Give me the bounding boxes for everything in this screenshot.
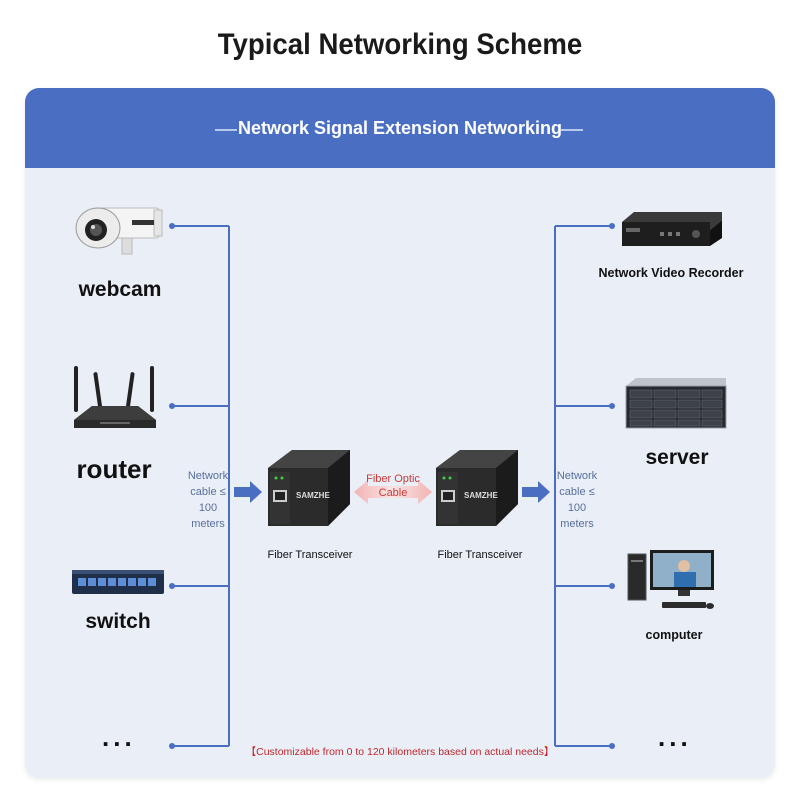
right-device-label-server: server	[645, 446, 709, 469]
right-device-label-more: ...	[658, 722, 692, 752]
transceiver-brand: SAMZHE	[296, 491, 330, 500]
right-cable-note-line: meters	[560, 518, 594, 530]
diagram-subtitle: Network Signal Extension Networking	[237, 118, 563, 138]
computer-icon	[627, 550, 714, 609]
webcam-icon	[75, 207, 163, 255]
left-device-label-webcam: webcam	[78, 278, 162, 301]
page-title: Typical Networking Scheme	[217, 28, 583, 61]
fiber-transceiver-icon: SAMZHE	[436, 450, 518, 526]
left-cable-note-line: Network	[187, 470, 229, 482]
fiber-note-line: Cable	[378, 487, 408, 499]
nvr-icon	[622, 212, 722, 246]
fiber-optic-note: Fiber Optic Cable	[358, 472, 428, 500]
left-device-label-switch: switch	[85, 610, 151, 633]
right-dot-computer	[609, 583, 615, 589]
fiber-double-arrow-icon	[354, 480, 432, 504]
switch-icon	[72, 570, 164, 594]
diagram-card: Network Signal Extension Networking	[25, 88, 775, 778]
left-dot-router	[169, 403, 175, 409]
header-dash-right	[561, 129, 583, 131]
left-dot-switch	[169, 583, 175, 589]
right-device-label-computer: computer	[645, 628, 703, 642]
left-cable-note: Network cable ≤ 100 meters	[178, 468, 238, 532]
transceiver-label-right: Fiber Transceiver	[437, 549, 523, 561]
left-device-label-router: router	[76, 454, 152, 484]
left-dot-more	[169, 743, 175, 749]
right-cable-note-line: cable ≤	[559, 486, 595, 498]
left-dot-webcam	[169, 223, 175, 229]
left-cable-note-line: meters	[191, 518, 225, 530]
right-arrow-icon	[522, 481, 550, 503]
left-cable-note-line: 100	[198, 502, 218, 514]
fiber-note-line: Fiber Optic	[366, 473, 420, 485]
right-dot-server	[609, 403, 615, 409]
left-cable-note-line: cable ≤	[190, 486, 226, 498]
right-cable-note-line: Network	[556, 470, 598, 482]
right-dot-more	[609, 743, 615, 749]
right-dot-nvr	[609, 223, 615, 229]
server-icon	[625, 378, 727, 429]
right-device-label-nvr: Network Video Recorder	[598, 266, 744, 280]
footnote: 【Customizable from 0 to 120 kilometers b…	[245, 746, 555, 758]
router-icon	[74, 366, 156, 428]
transceiver-brand: SAMZHE	[464, 491, 498, 500]
transceiver-label-left: Fiber Transceiver	[267, 549, 353, 561]
diagram-header: Network Signal Extension Networking	[25, 88, 775, 168]
header-dash-left	[215, 129, 237, 131]
right-cable-note-line: 100	[567, 502, 587, 514]
left-device-label-more: ...	[102, 722, 136, 752]
left-arrow-icon	[234, 481, 262, 503]
right-cable-note: Network cable ≤ 100 meters	[547, 468, 607, 532]
fiber-transceiver-icon: SAMZHE	[268, 450, 350, 526]
